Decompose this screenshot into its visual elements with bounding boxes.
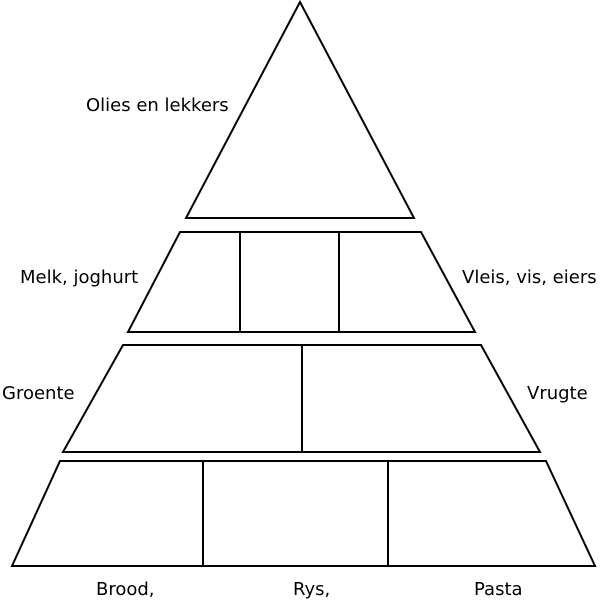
tier-4-trapezoid [10,460,597,567]
label-bottom-right: Pasta [474,579,523,600]
label-bottom-middle: Rys, [293,579,330,600]
label-left-tier2: Melk, joghurt [20,267,138,288]
label-top: Olies en lekkers [86,95,229,116]
label-left-tier3: Groente [2,383,75,404]
label-right-tier2: Vleis, vis, eiers [462,267,597,288]
tier-top-triangle [184,0,416,219]
tier-3-trapezoid [61,344,542,453]
tier-2-trapezoid [126,231,477,333]
label-bottom-left: Brood, [96,579,155,600]
label-right-tier3: Vrugte [527,383,588,404]
